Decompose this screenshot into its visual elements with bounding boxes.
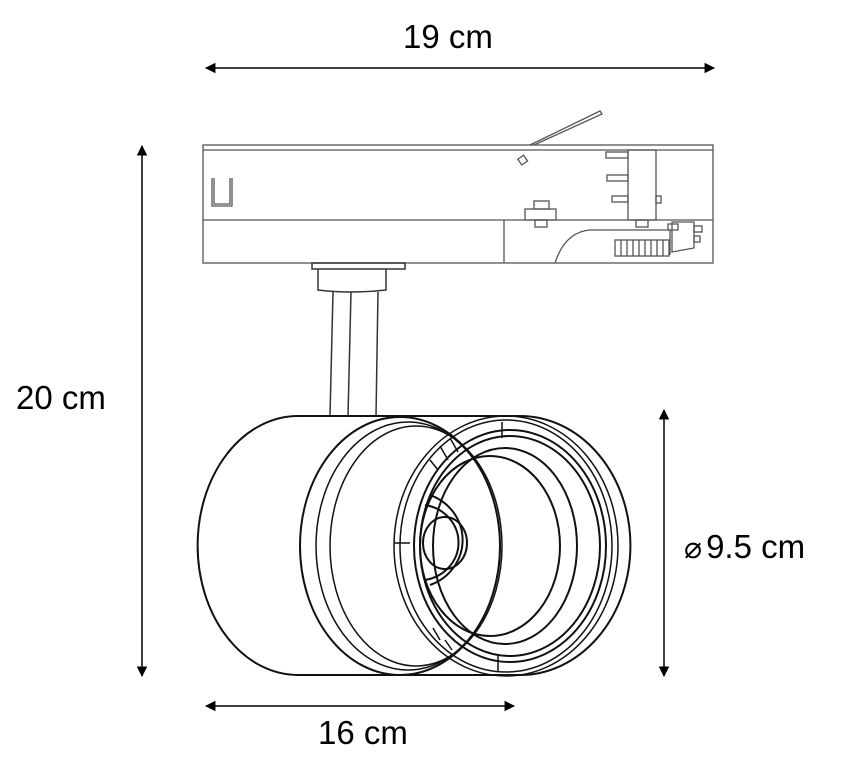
stem bbox=[311, 262, 406, 417]
lens bbox=[419, 447, 578, 645]
dimension-label-width-bottom: 16 cm bbox=[318, 714, 408, 751]
track-adapter bbox=[202, 110, 714, 264]
dimension-label-height: 20 cm bbox=[16, 379, 106, 416]
diameter-value: 9.5 cm bbox=[706, 528, 806, 565]
dimension-label-diameter: ⌀9.5 cm bbox=[684, 530, 805, 564]
front-bezel bbox=[393, 415, 619, 677]
diameter-symbol-icon: ⌀ bbox=[684, 532, 703, 565]
dimension-label-width-top: 19 cm bbox=[403, 18, 493, 55]
